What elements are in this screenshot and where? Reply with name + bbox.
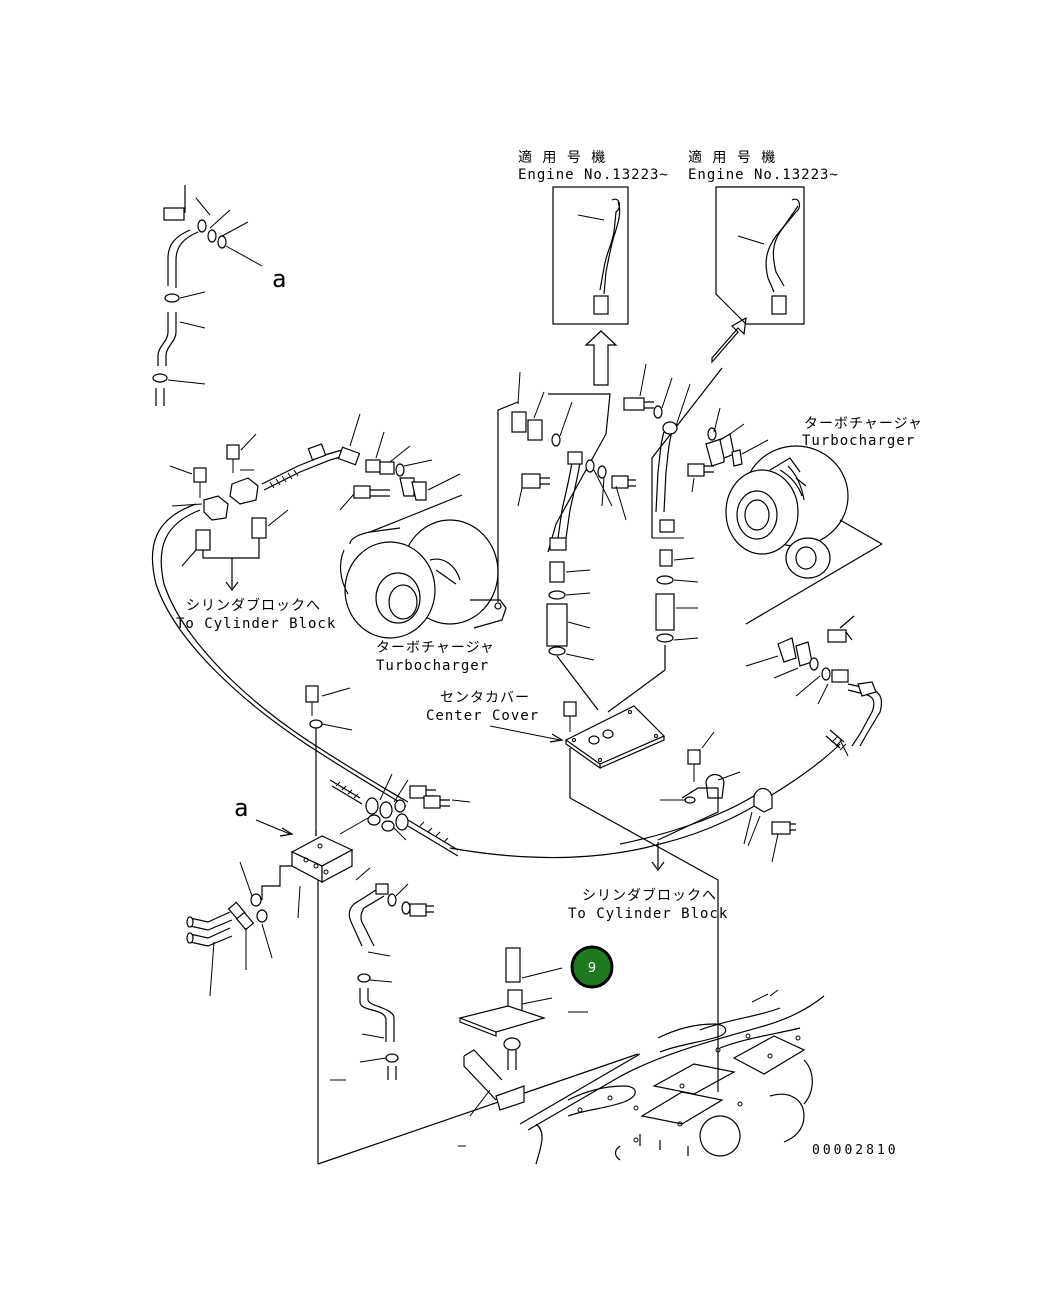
- arrow-up-right: [711, 316, 747, 364]
- right-pipe-group: シリンダブロックへ To Cylinder Block: [449, 615, 883, 922]
- variant-box-left: 適 用 号 機 Engine No.13223~: [518, 149, 669, 325]
- callout-9-marker[interactable]: [570, 945, 614, 989]
- callout-9[interactable]: 9: [570, 945, 614, 989]
- junction-block: a: [186, 685, 639, 1165]
- turbo-right-en: Turbocharger: [802, 433, 915, 449]
- lower-pipe-group: [330, 867, 434, 1081]
- callout-9-number: 9: [588, 961, 596, 976]
- cyl-left-ja: シリンダブロックへ: [186, 597, 321, 614]
- top-left-pipe-group: a: [152, 185, 287, 406]
- variant-box-right: 適 用 号 機 Engine No.13223~: [688, 149, 839, 325]
- variant-left-en: Engine No.13223~: [518, 167, 669, 183]
- cyl-bottom-en: To Cylinder Block: [568, 906, 728, 922]
- turbo-right-ja: ターボチャージャ: [804, 416, 923, 432]
- center-cover-group: センタカバー Center Cover: [426, 690, 719, 1092]
- center-cover-en: Center Cover: [426, 708, 539, 724]
- ref-a-top: a: [272, 265, 287, 293]
- variant-left-ja: 適 用 号 機: [518, 149, 606, 166]
- cyl-left-en: To Cylinder Block: [176, 616, 336, 632]
- drawing-number: 00002810: [812, 1143, 899, 1158]
- upper-left-fittings: シリンダブロックへ To Cylinder Block: [169, 413, 461, 632]
- turbo-center: ターボチャージャ Turbocharger: [339, 494, 507, 674]
- cyl-bottom-ja: シリンダブロックへ: [582, 887, 717, 904]
- variant-right-ja: 適 用 号 機: [688, 149, 776, 166]
- center-pipe-group: [497, 363, 769, 713]
- center-cover-ja: センタカバー: [440, 690, 530, 706]
- variant-right-en: Engine No.13223~: [688, 167, 839, 183]
- arrow-up-left: [584, 330, 618, 386]
- ref-a-main: a: [234, 794, 249, 822]
- bottom-bracket-group: [458, 947, 825, 1165]
- turbo-right: ターボチャージャ Turbocharger: [725, 416, 923, 625]
- turbo-center-en: Turbocharger: [376, 658, 489, 674]
- long-oil-pipe: [151, 503, 407, 807]
- turbo-center-ja: ターボチャージャ: [376, 640, 495, 656]
